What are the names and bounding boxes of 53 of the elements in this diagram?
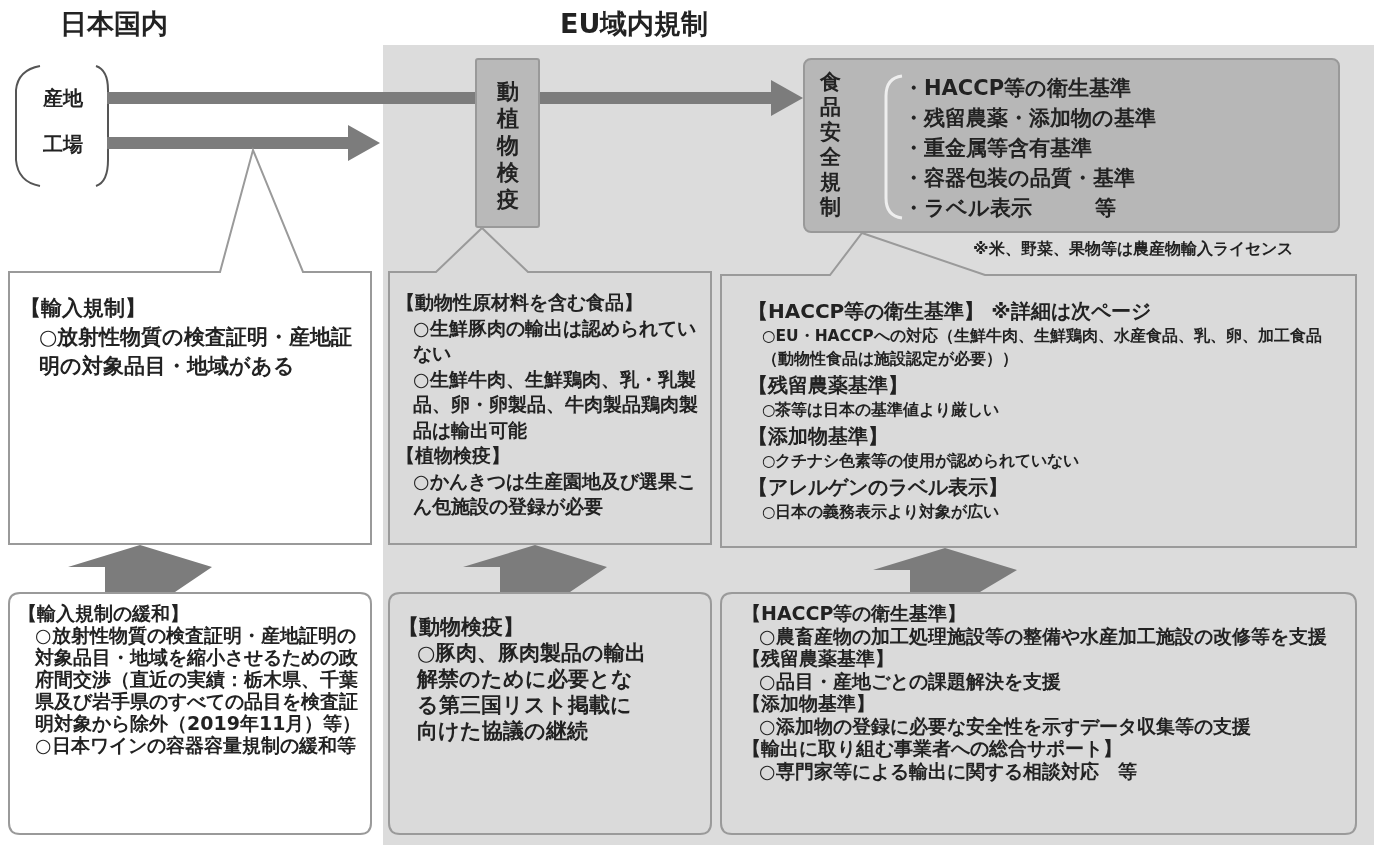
body-text: ○放射性物質の検査証明・産地証明の対象品目・地域がある: [38, 324, 354, 380]
heading-text: 【輸入規制の緩和】: [18, 602, 190, 624]
title-text: 日本国内: [60, 7, 168, 41]
body-text: ○添加物の登録に必要な安全性を示すデータ収集等の支援: [759, 714, 1252, 737]
bullet-item: ・重金属等含有基準: [903, 135, 1092, 162]
arrow: [68, 545, 212, 592]
body-text: ○品目・産地ごとの課題解決を支援: [759, 669, 1062, 692]
arrow: [540, 80, 803, 116]
place-label: 産地: [37, 82, 107, 114]
body-text: ○EU・HACCPへの対応（生鮮牛肉、生鮮鶏肉、水産食品、乳、卵、加工食品（動物性食品は施設認定が必要））: [761, 326, 1323, 370]
heading-text: 【植物検疫】: [396, 443, 511, 468]
arrow: [873, 548, 1017, 592]
body-text: ○豚肉、豚肉製品の輸出解禁のために必要となる第三国リスト掲載に向けた協議の継続: [416, 640, 648, 744]
bullet-item: ・HACCP等の衛生基準: [903, 75, 1132, 102]
heading-text: 【輸入規制】: [20, 295, 147, 322]
heading-text: 【残留農薬基準】: [748, 372, 909, 399]
body-text: ○茶等は日本の基準値より厳しい: [761, 400, 1001, 421]
bullet-item: ・残留農薬・添加物の基準: [903, 105, 1156, 132]
arrow: [107, 92, 475, 104]
rounded-box: [8, 592, 372, 835]
body-text: ○クチナシ色素等の使用が認められていない: [761, 451, 1081, 472]
vertical-heading: 食品安全規制: [819, 70, 842, 220]
body-text: ○農畜産物の加工処理施設等の整備や水産加工施設の改修等を支援: [759, 624, 1328, 647]
callout-box: [388, 228, 712, 545]
place-label: 工場: [37, 128, 107, 160]
bullet-item: ・容器包装の品質・基準: [903, 165, 1135, 192]
body-text: ○かんきつは生産園地及び選果こん包施設の登録が必要: [413, 468, 697, 519]
bullet-item: ・ラベル表示 等: [903, 195, 1116, 222]
title-text: EU域内規制: [560, 7, 709, 41]
note-text: ※米、野菜、果物等は農産物輸入ライセンス: [973, 239, 1293, 260]
body-text: ○生鮮牛肉、生鮮鶏肉、乳・乳製品、卵・卵製品、牛肉製品鶏肉製品は輸出可能: [413, 366, 700, 443]
arrow: [463, 545, 607, 592]
callout-box: [720, 233, 1357, 548]
vertical-heading: 動植物検疫: [495, 78, 520, 213]
heading-text: 【HACCP等の衛生基準】: [742, 602, 968, 625]
body-text: ○日本の義務表示より対象が広い: [761, 502, 1001, 523]
rounded-box: [388, 592, 712, 835]
heading-text: 【アレルゲンのラベル表示】: [748, 474, 1009, 501]
heading-text: 【動物性原材料を含む食品】: [396, 290, 644, 315]
heading-text: 【添加物基準】: [748, 423, 889, 450]
body-text: ○放射性物質の検査証明・産地証明の対象品目・地域を縮小させるための政府間交渉（直近の実績：栃木県、千葉県及び岩手県のすべての品目を検査証明対象から除外（2019年11月）等）: [35, 624, 362, 734]
body-text: ○専門家等による輸出に関する相談対応 等: [759, 759, 1138, 782]
heading-text: 【HACCP等の衛生基準】 ※詳細は次ページ: [748, 298, 1152, 325]
process-box: [803, 58, 1340, 233]
body-text: ○生鮮豚肉の輸出は認められていない: [413, 315, 697, 366]
body-text: ○日本ワインの容器容量規制の緩和等: [35, 734, 357, 756]
heading-text: 【輸出に取り組む事業者への総合サポート】: [742, 737, 1123, 760]
process-box: [475, 58, 540, 228]
arrow: [107, 125, 380, 161]
heading-text: 【動物検疫】: [398, 614, 525, 640]
rounded-box: [720, 592, 1357, 835]
heading-text: 【添加物基準】: [742, 692, 876, 715]
heading-text: 【残留農薬基準】: [742, 647, 895, 670]
